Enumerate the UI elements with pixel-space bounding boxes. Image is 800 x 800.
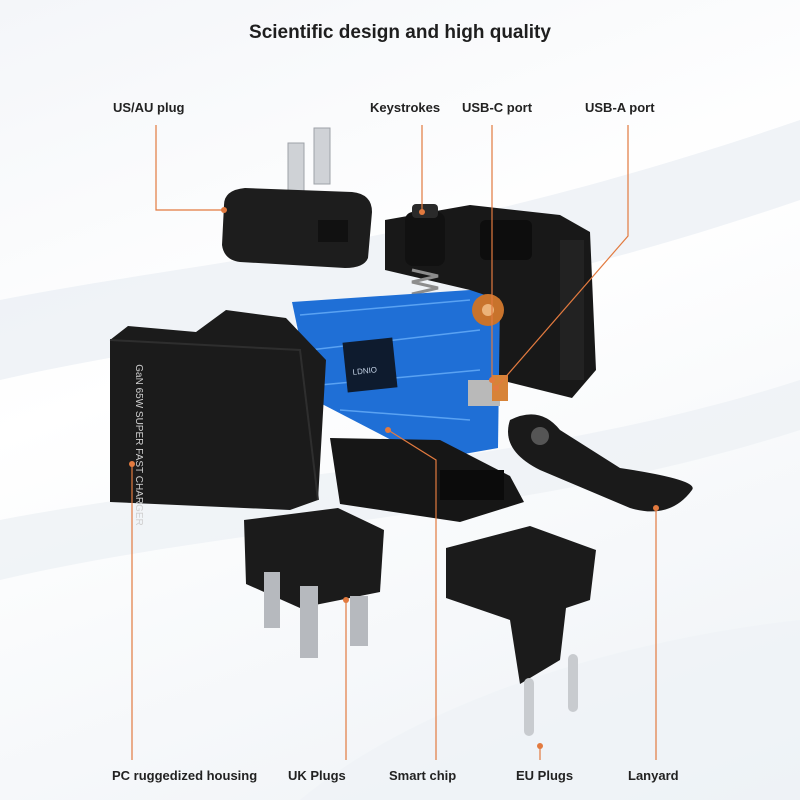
label-keystrokes: Keystrokes bbox=[370, 100, 441, 115]
label-pc-housing: PC ruggedized housing bbox=[112, 768, 258, 783]
label-usb-c-port: USB-C port bbox=[462, 100, 533, 115]
page-title: Scientific design and high quality bbox=[249, 22, 551, 43]
eu-plug bbox=[446, 526, 596, 736]
uk-plug bbox=[244, 508, 384, 658]
pc-ruggedized-housing: GaN 65W SUPER FAST CHARGER bbox=[109, 310, 326, 526]
label-lanyard: Lanyard bbox=[628, 768, 679, 783]
bottom-housing bbox=[330, 438, 524, 522]
housing-print-text: GaN 65W SUPER FAST CHARGER bbox=[133, 364, 144, 526]
label-us-au-plug: US/AU plug bbox=[113, 100, 185, 115]
lanyard bbox=[508, 414, 693, 512]
label-uk-plugs: UK Plugs bbox=[288, 768, 346, 783]
smart-chip-pcb: LDNIO bbox=[292, 290, 508, 460]
callout-leaders bbox=[129, 125, 659, 760]
label-eu-plugs: EU Plugs bbox=[516, 768, 574, 783]
keystroke-button bbox=[405, 204, 445, 308]
chip-brand-text: LDNIO bbox=[352, 365, 377, 377]
label-smart-chip: Smart chip bbox=[389, 768, 457, 783]
us-au-plug bbox=[222, 127, 372, 268]
label-usb-a-port: USB-A port bbox=[585, 100, 655, 115]
